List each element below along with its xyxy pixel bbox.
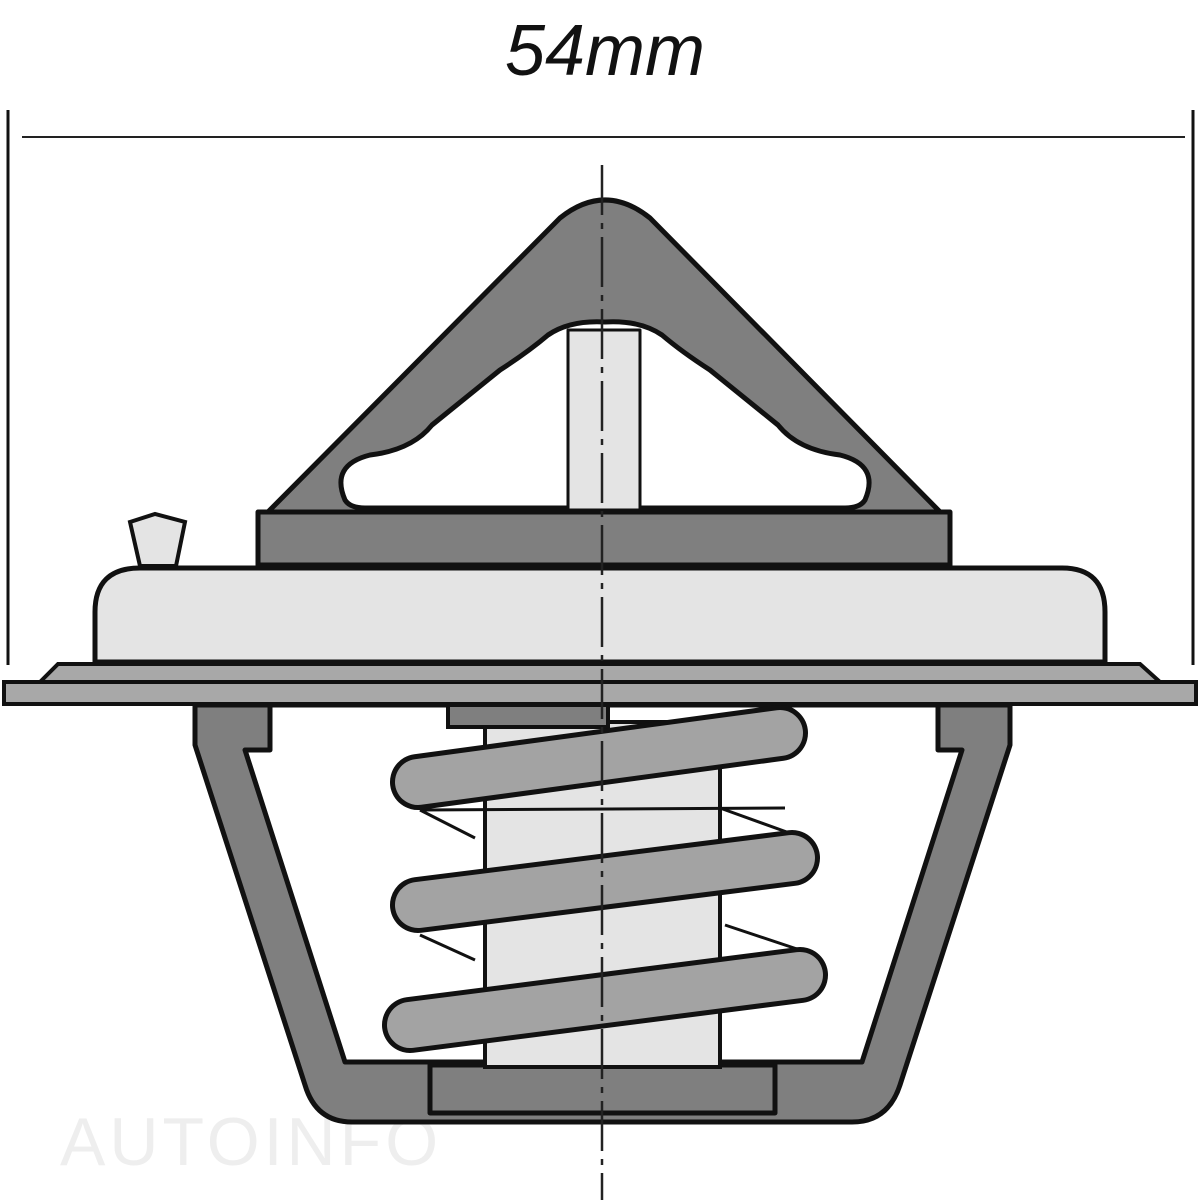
spring-back-segment [724, 923, 801, 952]
spring [382, 705, 828, 1053]
dimension-label: 54mm [505, 11, 705, 91]
spring-back-segment [419, 806, 786, 812]
bridge [255, 197, 953, 568]
spring-back-segment [719, 806, 796, 837]
spring-coil-1 [395, 710, 803, 805]
flange-plate [2, 680, 1198, 706]
spring-coil-3 [387, 952, 823, 1048]
piston-rod [566, 328, 642, 512]
bridge-base [255, 509, 953, 568]
dimension-annotation: 54mm [6, 11, 1195, 665]
jiggle-valve [127, 511, 188, 568]
flange-upper [35, 662, 1166, 684]
spring-back-segment [419, 933, 476, 962]
valve-housing [92, 565, 1108, 665]
spring-back [419, 806, 801, 962]
element-cap [446, 703, 610, 729]
spring-back-segment [419, 808, 476, 840]
spring-coil-2 [395, 835, 815, 928]
